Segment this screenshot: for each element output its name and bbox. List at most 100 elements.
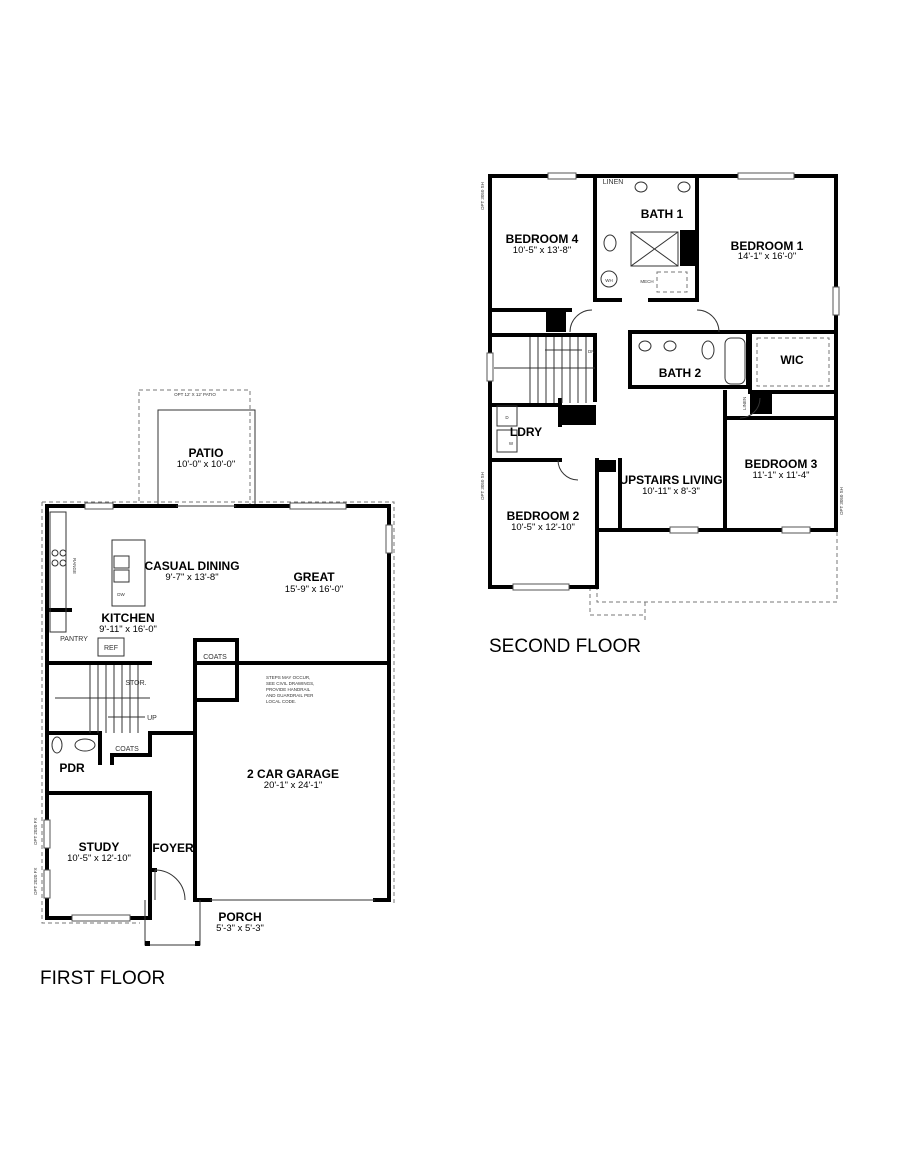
up-label: UP	[147, 715, 157, 722]
window	[512, 583, 570, 591]
room-dims-bedroom-1: 14'-1" x 16'-0"	[738, 251, 796, 262]
first-floor-title: FIRST FLOOR	[40, 968, 165, 989]
bathtub	[724, 337, 746, 385]
sink-icon	[634, 181, 648, 193]
window	[547, 172, 577, 180]
structural-block	[750, 392, 772, 414]
room-dims-garage: 20'-1" x 24'-1"	[264, 780, 322, 791]
room-name-pdr: PDR	[59, 761, 85, 775]
room-name-casual-dining: CASUAL DINING	[144, 559, 239, 573]
structural-block	[558, 405, 596, 425]
pantry-label: PANTRY	[60, 636, 88, 643]
room-dims-casual-dining: 9'-7" x 13'-8"	[165, 572, 218, 583]
porch-column	[195, 941, 200, 946]
room-dims-bedroom-3: 11'-1" x 11'-4"	[752, 470, 809, 481]
interior-walls	[45, 608, 391, 902]
room-name-foyer: FOYER	[152, 841, 194, 855]
window	[84, 502, 114, 510]
window	[781, 526, 811, 534]
dryer-label: D	[505, 415, 509, 420]
room-name-wic: WIC	[780, 353, 804, 367]
svg-text:STEPS MAY OCCUR,: STEPS MAY OCCUR,	[266, 675, 310, 680]
dishwasher-label: DW	[117, 592, 125, 597]
stairs	[55, 665, 150, 733]
toilet-icon	[701, 340, 715, 360]
window	[486, 352, 494, 382]
room-dims-bedroom-4: 10'-5" x 13'-8"	[513, 245, 571, 256]
opt-window-label: OPT 3050 SH	[480, 182, 485, 210]
window	[43, 869, 51, 899]
opt-window-label: OPT 2020 FX	[33, 818, 38, 845]
kitchen-counter	[49, 511, 67, 633]
burner-icon	[51, 559, 59, 567]
stairs	[494, 337, 595, 403]
room-dims-upstairs-living: 10'-11" x 8'-3"	[642, 486, 700, 497]
opt-patio-note: OPT 12' X 12' PATIO	[174, 392, 216, 397]
burner-icon	[59, 559, 67, 567]
front-door[interactable]	[154, 869, 186, 901]
structural-block	[546, 310, 566, 332]
linen-label: LINEN	[742, 397, 747, 410]
svg-text:AND GUARDRAIL PER: AND GUARDRAIL PER	[266, 693, 314, 698]
window	[737, 172, 795, 180]
window	[385, 524, 393, 554]
room-name-study: STUDY	[79, 840, 120, 854]
sink-icon	[638, 340, 652, 352]
room-name-bedroom-2: BEDROOM 2	[507, 509, 580, 523]
sink-icon	[113, 569, 130, 583]
ref-label: REF	[104, 645, 118, 652]
window	[43, 819, 51, 849]
structural-block	[596, 460, 616, 472]
room-name-bedroom-3: BEDROOM 3	[745, 457, 818, 471]
sink-icon	[663, 340, 677, 352]
sink-icon	[74, 738, 96, 752]
door-swing[interactable]	[569, 309, 720, 333]
svg-text:SEE CIVIL DRAWINGS,: SEE CIVIL DRAWINGS,	[266, 681, 314, 686]
porch-outline	[144, 900, 201, 946]
window	[832, 286, 840, 316]
washer-label: W	[509, 441, 514, 446]
room-name-upstairs-living: UPSTAIRS LIVING	[619, 473, 722, 487]
shower	[630, 231, 679, 267]
window	[71, 914, 131, 922]
patio-outline	[157, 409, 256, 506]
washer	[496, 429, 518, 453]
coats-label: COATS	[115, 746, 139, 753]
linen-label: LINEN	[603, 179, 624, 186]
opt-window-label: OPT 3050 SH	[839, 487, 844, 515]
room-name-bedroom-4: BEDROOM 4	[506, 232, 579, 246]
room-name-garage: 2 CAR GARAGE	[247, 767, 339, 781]
water-heater-label: WH	[605, 278, 613, 283]
closet-shelf	[756, 337, 830, 387]
exterior-dashed-outline	[41, 501, 395, 924]
opt-window-label: OPT 2020 FX	[33, 868, 38, 895]
kitchen-island	[111, 539, 146, 607]
first-floor-plan: OPT 12' X 12' PATIO RANGE DW PANTRY REF …	[33, 389, 395, 989]
room-dims-great: 15'-9" x 16'-0"	[285, 584, 343, 595]
range-label: RANGE	[72, 558, 77, 574]
toilet-icon	[51, 736, 63, 754]
window	[289, 502, 347, 510]
room-dims-bedroom-2: 10'-5" x 12'-10"	[511, 522, 575, 533]
room-name-patio: PATIO	[189, 446, 224, 460]
room-name-bath-1: BATH 1	[641, 207, 684, 221]
opt-window-label: OPT 3050 SH	[480, 472, 485, 500]
second-floor-title: SECOND FLOOR	[489, 636, 641, 657]
down-label: DN	[588, 349, 595, 354]
mech-label: MECH	[640, 279, 653, 284]
sink-icon	[677, 181, 691, 193]
refrigerator	[97, 637, 125, 657]
room-name-bath-2: BATH 2	[659, 366, 702, 380]
room-name-bedroom-1: BEDROOM 1	[731, 239, 804, 253]
toilet-icon	[603, 234, 617, 252]
room-name-kitchen: KITCHEN	[101, 611, 154, 625]
room-dims-study: 10'-5" x 12'-10"	[67, 853, 131, 864]
sink-icon	[113, 555, 130, 569]
door-swing[interactable]	[557, 397, 761, 481]
hvac-unit	[656, 271, 688, 293]
study-wall	[148, 791, 157, 872]
room-dims-kitchen: 9'-11" x 16'-0"	[99, 624, 157, 635]
room-name-ldry: LDRY	[510, 425, 542, 439]
storage-label: STOR.	[125, 680, 146, 687]
